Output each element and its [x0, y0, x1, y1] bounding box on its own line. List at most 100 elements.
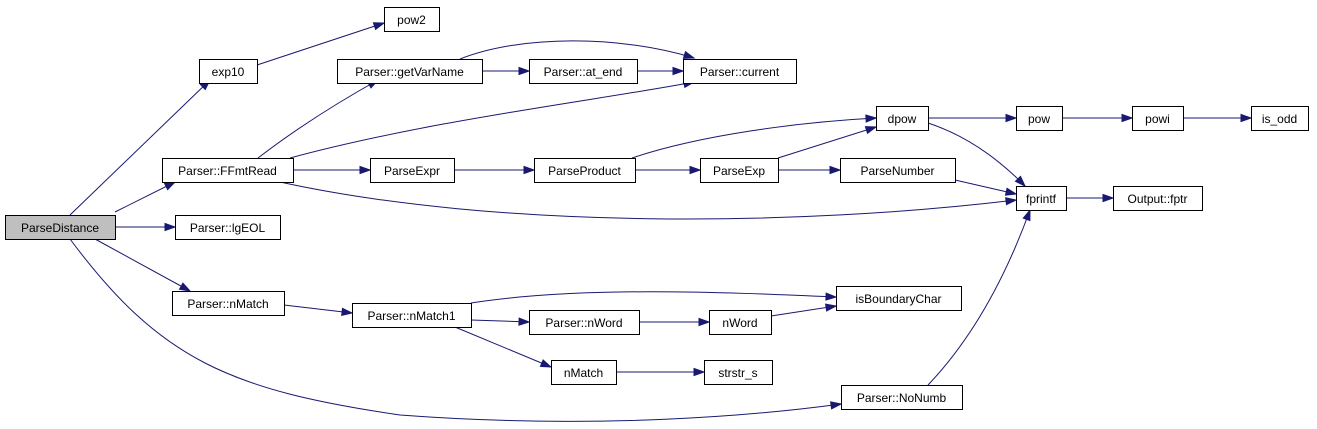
node-label-lgEOL: Parser::lgEOL — [190, 221, 266, 235]
edge-ParseDistance-to-exp10-line — [69, 79, 211, 216]
node-fprintf[interactable]: fprintf — [1016, 186, 1067, 211]
edge-pow-to-powi-arrowhead — [1121, 113, 1134, 123]
node-getVarName[interactable]: Parser::getVarName — [337, 59, 483, 84]
node-label-nWordP: Parser::nWord — [545, 316, 622, 330]
node-current[interactable]: Parser::current — [683, 59, 797, 84]
edge-getVarName-to-current-line — [459, 40, 695, 60]
edge-ParseNumber-to-fprintf — [954, 179, 1018, 196]
node-box-ParseDistance[interactable] — [5, 215, 116, 240]
edge-dpow-to-fprintf — [927, 122, 1027, 188]
edge-dpow-to-fprintf-arrowhead — [1014, 175, 1027, 188]
edge-ParseDistance-to-FFmtRead-arrowhead — [163, 181, 177, 191]
edge-NoNumb-to-fprintf-line — [927, 209, 1031, 386]
edge-ParseDistance-to-NoNumb — [69, 238, 843, 422]
edge-nMatch1-to-nMatch-line — [454, 326, 552, 368]
node-box-current[interactable] — [683, 59, 797, 84]
edge-nWord-to-isBoundaryChar — [770, 303, 838, 317]
node-label-FFmtRead: Parser::FFmtRead — [178, 164, 277, 178]
node-box-ParseExpr[interactable] — [370, 158, 455, 183]
edge-at_end-to-current — [637, 66, 685, 76]
node-FFmtRead[interactable]: Parser::FFmtRead — [162, 158, 294, 183]
node-isBoundaryChar[interactable]: isBoundaryChar — [836, 286, 962, 311]
edge-NoNumb-to-fprintf-arrowhead — [1022, 208, 1031, 222]
node-box-getVarName[interactable] — [337, 59, 483, 84]
node-box-nWordP[interactable] — [529, 310, 640, 335]
node-label-nMatch: nMatch — [564, 366, 603, 380]
edge-at_end-to-current-arrowhead — [672, 66, 685, 76]
node-label-exp10: exp10 — [212, 65, 245, 79]
node-label-pow2: pow2 — [397, 13, 426, 27]
edge-dpow-to-pow-arrowhead — [1005, 113, 1018, 123]
node-nWord[interactable]: nWord — [709, 310, 772, 335]
node-box-pow2[interactable] — [384, 7, 440, 32]
node-is_odd[interactable]: is_odd — [1251, 106, 1309, 131]
node-box-fprintf[interactable] — [1016, 186, 1067, 211]
node-nMatchP[interactable]: Parser::nMatch — [172, 291, 285, 316]
node-fptr[interactable]: Output::fptr — [1113, 186, 1203, 211]
node-label-current: Parser::current — [700, 65, 780, 79]
node-label-dpow: dpow — [888, 112, 917, 126]
node-box-ParseNumber[interactable] — [840, 158, 956, 183]
node-powi[interactable]: powi — [1132, 106, 1184, 131]
node-pow[interactable]: pow — [1016, 106, 1063, 131]
edge-ParseDistance-to-nMatchP-arrowhead — [178, 282, 192, 292]
node-box-dpow[interactable] — [876, 106, 929, 131]
edge-fprintf-to-fptr-arrowhead — [1102, 193, 1115, 203]
node-box-fptr[interactable] — [1113, 186, 1203, 211]
edge-FFmtRead-to-ParseExpr — [293, 165, 372, 175]
edge-nMatch1-to-nMatch — [454, 326, 553, 368]
node-box-ParseExp[interactable] — [700, 158, 779, 183]
edge-powi-to-is_odd — [1183, 113, 1253, 123]
node-exp10[interactable]: exp10 — [199, 59, 258, 84]
node-ParseDistance[interactable]: ParseDistance — [5, 215, 116, 240]
node-box-nMatch1[interactable] — [352, 303, 472, 328]
edge-exp10-to-pow2-arrowhead — [372, 22, 386, 31]
edge-ParseDistance-to-FFmtRead-line — [114, 181, 176, 213]
node-dpow[interactable]: dpow — [876, 106, 929, 131]
edge-getVarName-to-at_end — [482, 66, 531, 76]
edge-getVarName-to-current — [459, 40, 696, 60]
node-box-NoNumb[interactable] — [841, 385, 963, 410]
node-box-isBoundaryChar[interactable] — [836, 286, 962, 311]
edge-nWordP-to-nWord — [639, 317, 711, 327]
edge-dpow-to-fprintf-line — [927, 122, 1026, 187]
node-label-is_odd: is_odd — [1262, 112, 1297, 126]
edge-FFmtRead-to-fprintf-arrowhead — [1005, 197, 1018, 206]
edge-ParseExp-to-dpow-arrowhead — [864, 126, 878, 135]
node-box-nMatchP[interactable] — [172, 291, 285, 316]
node-box-nMatch[interactable] — [551, 360, 617, 385]
node-label-nWord: nWord — [722, 316, 757, 330]
edge-nMatchP-to-nMatch1-arrowhead — [341, 307, 354, 316]
node-ParseProduct[interactable]: ParseProduct — [534, 158, 636, 183]
node-box-powi[interactable] — [1132, 106, 1184, 131]
edge-ParseDistance-to-NoNumb-arrowhead — [830, 401, 843, 410]
edge-FFmtRead-to-getVarName-line — [257, 79, 379, 159]
node-box-is_odd[interactable] — [1251, 106, 1309, 131]
edge-nMatch1-to-nWordP-arrowhead — [518, 317, 531, 326]
node-lgEOL[interactable]: Parser::lgEOL — [175, 215, 281, 240]
node-box-exp10[interactable] — [199, 59, 258, 84]
edge-FFmtRead-to-fprintf-line — [279, 181, 1017, 220]
node-at_end[interactable]: Parser::at_end — [529, 59, 638, 84]
edge-ParseDistance-to-NoNumb-line — [69, 238, 842, 422]
node-ParseNumber[interactable]: ParseNumber — [840, 158, 956, 183]
node-pow2[interactable]: pow2 — [384, 7, 440, 32]
node-box-strstr_s[interactable] — [704, 360, 773, 385]
node-NoNumb[interactable]: Parser::NoNumb — [841, 385, 963, 410]
node-box-at_end[interactable] — [529, 59, 638, 84]
node-ParseExp[interactable]: ParseExp — [700, 158, 779, 183]
edge-ParseDistance-to-nMatchP — [94, 238, 192, 292]
node-nMatch[interactable]: nMatch — [551, 360, 617, 385]
node-box-FFmtRead[interactable] — [162, 158, 294, 183]
node-box-ParseProduct[interactable] — [534, 158, 636, 183]
node-box-lgEOL[interactable] — [175, 215, 281, 240]
node-nMatch1[interactable]: Parser::nMatch1 — [352, 303, 472, 328]
node-nWordP[interactable]: Parser::nWord — [529, 310, 640, 335]
edge-ParseProduct-to-dpow-arrowhead — [865, 114, 878, 123]
node-box-pow[interactable] — [1016, 106, 1063, 131]
node-strstr_s[interactable]: strstr_s — [704, 360, 773, 385]
node-ParseExpr[interactable]: ParseExpr — [370, 158, 455, 183]
node-box-nWord[interactable] — [709, 310, 772, 335]
edge-pow-to-powi — [1062, 113, 1134, 123]
edge-getVarName-to-at_end-arrowhead — [518, 66, 531, 76]
